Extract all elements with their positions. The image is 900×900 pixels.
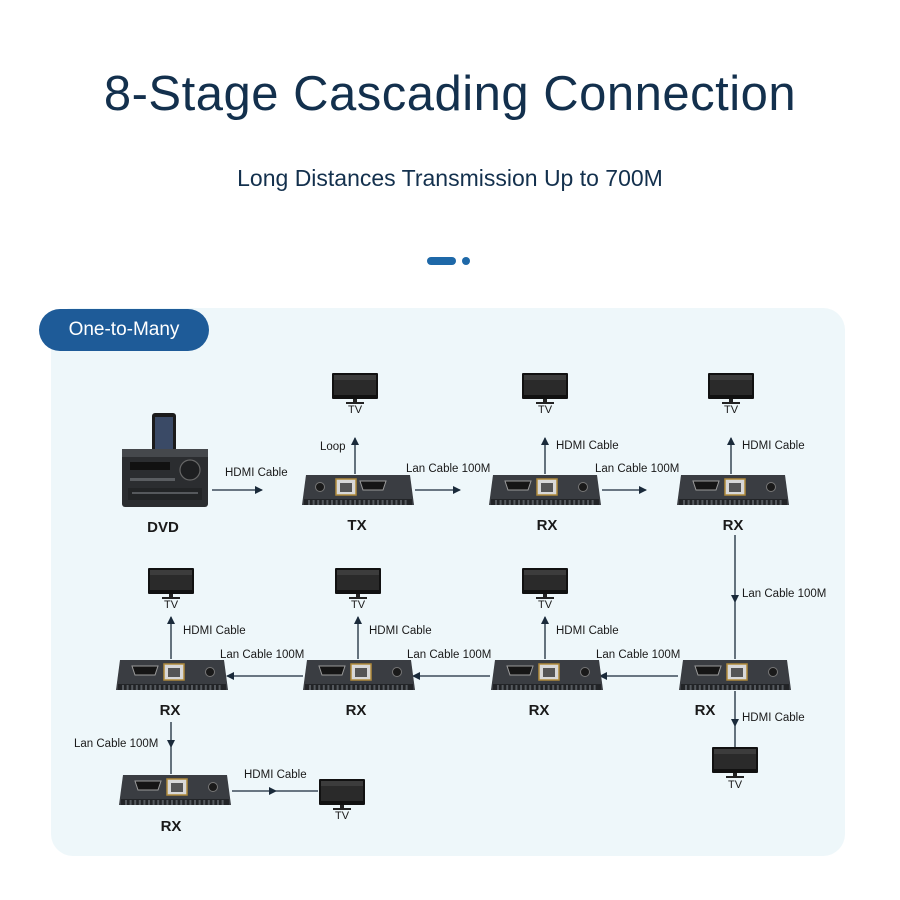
hdmi-cable-label-rx4: HDMI Cable (556, 625, 619, 637)
rx-label-2: RX (723, 517, 744, 534)
tv-tx-loop (332, 373, 378, 404)
tv-rx-1 (522, 373, 568, 404)
lan-cable-label-3: Lan Cable 100M (742, 588, 826, 600)
rx-unit-7 (119, 775, 231, 805)
decor-pill (427, 257, 456, 265)
tv-label-7: TV (728, 779, 743, 791)
tv-label-1: TV (348, 404, 363, 416)
hdmi-cable-label-rx3: HDMI Cable (742, 712, 805, 724)
lan-cable-label-4: Lan Cable 100M (596, 649, 680, 661)
lan-cable-label-6: Lan Cable 100M (220, 649, 304, 661)
tv-label-8: TV (335, 810, 350, 822)
tv-label-3: TV (724, 404, 739, 416)
hdmi-cable-label-rx7: HDMI Cable (244, 769, 307, 781)
tv-label-5: TV (351, 599, 366, 611)
tv-rx-2 (708, 373, 754, 404)
one-to-many-badge: One-to-Many (39, 309, 209, 351)
rx-unit-3 (679, 660, 791, 690)
rx-label-4: RX (529, 702, 550, 719)
tv-rx-4 (522, 568, 568, 599)
rx-label-6: RX (160, 702, 181, 719)
tv-rx-3 (712, 747, 758, 778)
rx-unit-2 (677, 475, 789, 505)
rx-label-3: RX (695, 702, 716, 719)
dvd-label: DVD (147, 519, 179, 536)
connection-lines (167, 437, 739, 795)
device-nodes (116, 373, 791, 810)
page-title: 8-Stage Cascading Connection (103, 67, 797, 121)
loop-label: Loop (320, 441, 346, 453)
tv-label-2: TV (538, 404, 553, 416)
lan-cable-label-7: Lan Cable 100M (74, 738, 158, 750)
rx-label-7: RX (161, 818, 182, 835)
hdmi-cable-label-dvd: HDMI Cable (225, 467, 288, 479)
tv-rx-6 (148, 568, 194, 599)
tx-label: TX (347, 517, 366, 534)
tv-rx-5 (335, 568, 381, 599)
tv-label-6: TV (164, 599, 179, 611)
rx-label-1: RX (537, 517, 558, 534)
rx-unit-6 (116, 660, 228, 690)
lan-cable-label-5: Lan Cable 100M (407, 649, 491, 661)
rx-unit-4 (491, 660, 603, 690)
tv-rx-7 (319, 779, 365, 810)
page-subtitle: Long Distances Transmission Up to 700M (237, 165, 663, 191)
lan-cable-label-1: Lan Cable 100M (406, 463, 490, 475)
decor-dot (462, 257, 470, 265)
hdmi-cable-label-rx1: HDMI Cable (556, 440, 619, 452)
tv-label-4: TV (538, 599, 553, 611)
diagram-labels: DVD TX RX RX RX RX RX RX RX TV TV TV TV TV TV TV TV HDMI … (74, 404, 826, 835)
dvd-player (122, 413, 208, 507)
hdmi-cable-label-rx5: HDMI Cable (369, 625, 432, 637)
rx-unit-1 (489, 475, 601, 505)
rx-unit-5 (303, 660, 415, 690)
tx-unit (302, 475, 414, 505)
hdmi-cable-label-rx6: HDMI Cable (183, 625, 246, 637)
hdmi-cable-label-rx2: HDMI Cable (742, 440, 805, 452)
lan-cable-label-2: Lan Cable 100M (595, 463, 679, 475)
rx-label-5: RX (346, 702, 367, 719)
